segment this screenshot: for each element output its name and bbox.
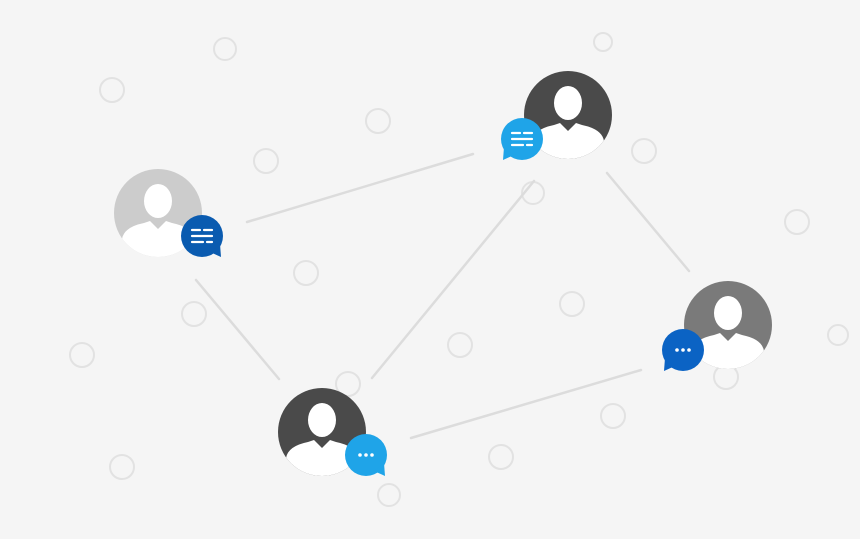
user-node-left xyxy=(114,169,223,257)
connection-line-top-right xyxy=(605,171,691,273)
decor-ring xyxy=(827,324,849,346)
decor-ring xyxy=(488,444,514,470)
person-icon xyxy=(284,403,360,476)
connection-lines xyxy=(194,152,691,440)
typing-dots-icon xyxy=(675,348,691,352)
background-decoration xyxy=(69,32,849,507)
message-lines-icon xyxy=(510,131,534,147)
chat-bubble-icon xyxy=(345,434,387,476)
decor-ring xyxy=(213,37,237,61)
decor-ring xyxy=(69,342,95,368)
person-icon xyxy=(530,86,606,159)
decor-ring xyxy=(335,371,361,397)
decor-ring xyxy=(593,32,613,52)
decor-ring xyxy=(365,108,391,134)
decor-ring xyxy=(253,148,279,174)
connection-line-left-top xyxy=(245,152,475,224)
decor-ring xyxy=(600,403,626,429)
person-icon xyxy=(120,184,196,257)
user-node-right xyxy=(662,281,772,371)
chat-bubble-icon xyxy=(181,215,223,257)
person-icon xyxy=(690,296,766,369)
decor-ring xyxy=(109,454,135,480)
decor-ring xyxy=(447,332,473,358)
decor-ring xyxy=(293,260,319,286)
typing-dots-icon xyxy=(358,453,374,457)
connection-line-left-bottom xyxy=(194,278,281,381)
chat-bubble-icon xyxy=(662,329,704,371)
user-nodes xyxy=(114,71,772,476)
decor-ring xyxy=(181,301,207,327)
chat-bubble-icon xyxy=(501,118,543,160)
user-node-top xyxy=(501,71,612,160)
decor-ring xyxy=(99,77,125,103)
decor-ring xyxy=(784,209,810,235)
decor-ring xyxy=(377,483,401,507)
user-node-bottom xyxy=(278,388,387,476)
connection-line-top-bottom xyxy=(370,179,536,380)
connection-line-bottom-right xyxy=(409,368,643,440)
message-lines-icon xyxy=(190,228,214,244)
decor-ring xyxy=(559,291,585,317)
decor-ring xyxy=(631,138,657,164)
